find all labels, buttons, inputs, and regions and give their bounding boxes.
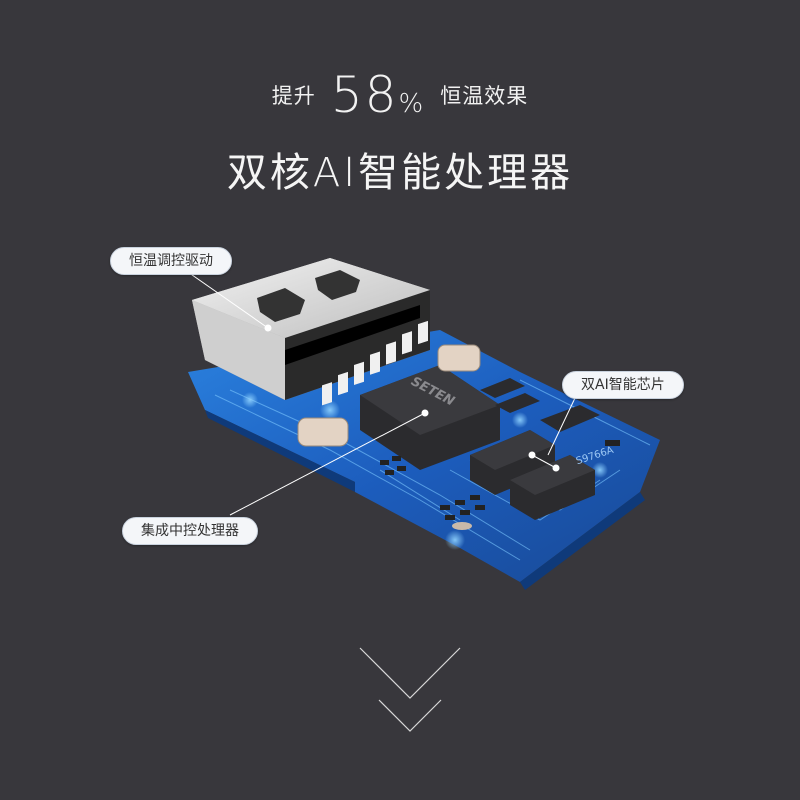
usb-connector xyxy=(192,258,430,400)
headline-number: 58% xyxy=(330,66,426,124)
callout-thermostat-driver: 恒温调控驱动 xyxy=(110,247,232,275)
headline: 提升 58% 恒温效果 xyxy=(0,66,800,124)
connector-pins xyxy=(322,320,428,406)
main-controller-chip: SETEN xyxy=(360,365,500,470)
callout-dots xyxy=(264,324,560,472)
glow-points xyxy=(242,392,608,550)
callout-integrated-controller: 集成中控处理器 xyxy=(122,517,258,545)
page-title: 双核AI智能处理器 xyxy=(226,150,574,196)
double-chevron-down-icon[interactable] xyxy=(359,647,461,732)
headline-suffix: 恒温效果 xyxy=(440,84,529,108)
headline-prefix: 提升 xyxy=(271,84,316,108)
callout-lines xyxy=(184,269,576,516)
callout-dual-ai-chip: 双AI智能芯片 xyxy=(562,371,684,399)
thermal-pads xyxy=(297,344,481,447)
smd-components xyxy=(380,440,620,530)
